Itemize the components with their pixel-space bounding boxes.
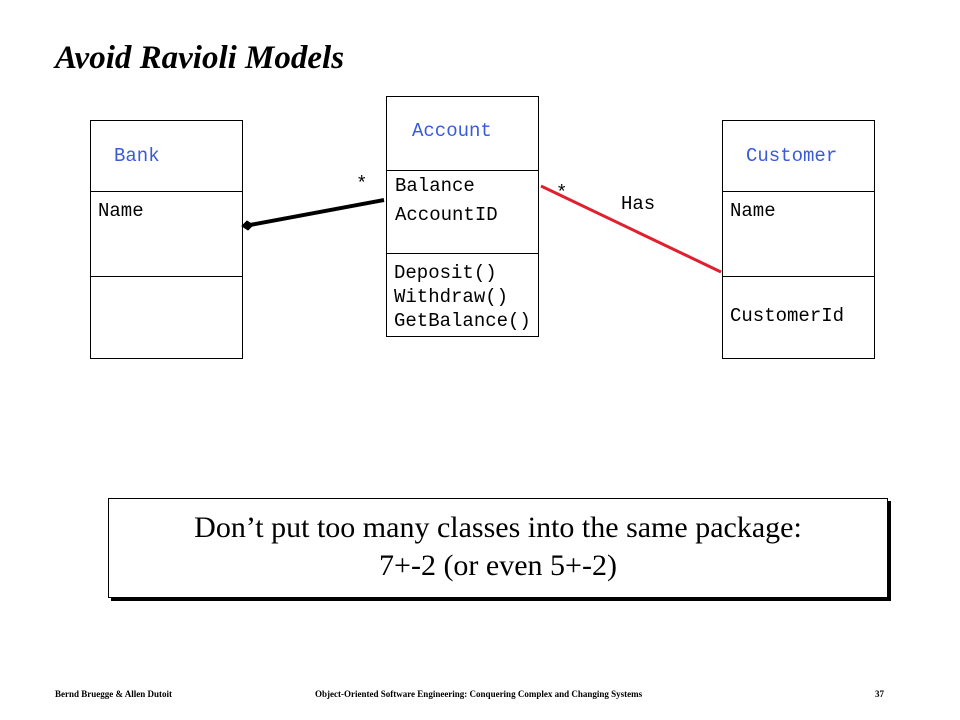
class-account-operations — [387, 253, 538, 338]
class-account: Account Balance AccountID — [386, 96, 539, 337]
class-customer-name: Customer — [746, 145, 838, 167]
class-bank: Bank Name — [90, 120, 243, 359]
association-label-has: Has — [621, 193, 656, 215]
class-customer-operations: CustomerId — [723, 276, 874, 360]
footer-book-title: Object-Oriented Software Engineering: Co… — [315, 689, 643, 699]
has-line-account-customer — [540, 184, 722, 274]
class-bank-attributes: Name — [91, 191, 242, 276]
class-account-name-section: Account — [387, 97, 538, 170]
aggregation-diamond — [241, 220, 254, 231]
class-account-name: Account — [412, 120, 492, 142]
class-customer: Customer Name CustomerId — [722, 120, 875, 359]
class-bank-name-section: Bank — [91, 121, 242, 191]
slide-title: Avoid Ravioli Models — [55, 40, 345, 76]
class-customer-op-customerid: CustomerId — [730, 305, 845, 327]
class-account-attributes: Balance AccountID — [387, 170, 538, 253]
note-box: Don’t put too many classes into the same… — [108, 498, 888, 598]
class-bank-name: Bank — [114, 145, 160, 167]
class-account-attr-accountid: AccountID — [395, 204, 498, 226]
multiplicity-bank-account: * — [356, 173, 368, 195]
class-account-op-withdraw: Withdraw() — [394, 286, 509, 308]
footer-page-number: 37 — [875, 689, 884, 699]
aggregation-line-bank-account — [249, 198, 385, 227]
multiplicity-account-customer: * — [556, 182, 568, 204]
class-customer-attr-name: Name — [730, 200, 776, 222]
class-account-attr-balance: Balance — [395, 175, 475, 197]
class-account-op-getbalance: GetBalance() — [394, 310, 531, 332]
class-customer-attributes: Name — [723, 191, 874, 276]
class-bank-operations — [91, 276, 242, 360]
class-account-op-deposit: Deposit() — [394, 262, 497, 284]
note-line-2: 7+-2 (or even 5+-2) — [379, 549, 617, 582]
class-customer-name-section: Customer — [723, 121, 874, 191]
note-line-1: Don’t put too many classes into the same… — [194, 511, 802, 544]
class-bank-attr-name: Name — [98, 200, 144, 222]
footer-authors: Bernd Bruegge & Allen Dutoit — [55, 689, 172, 699]
